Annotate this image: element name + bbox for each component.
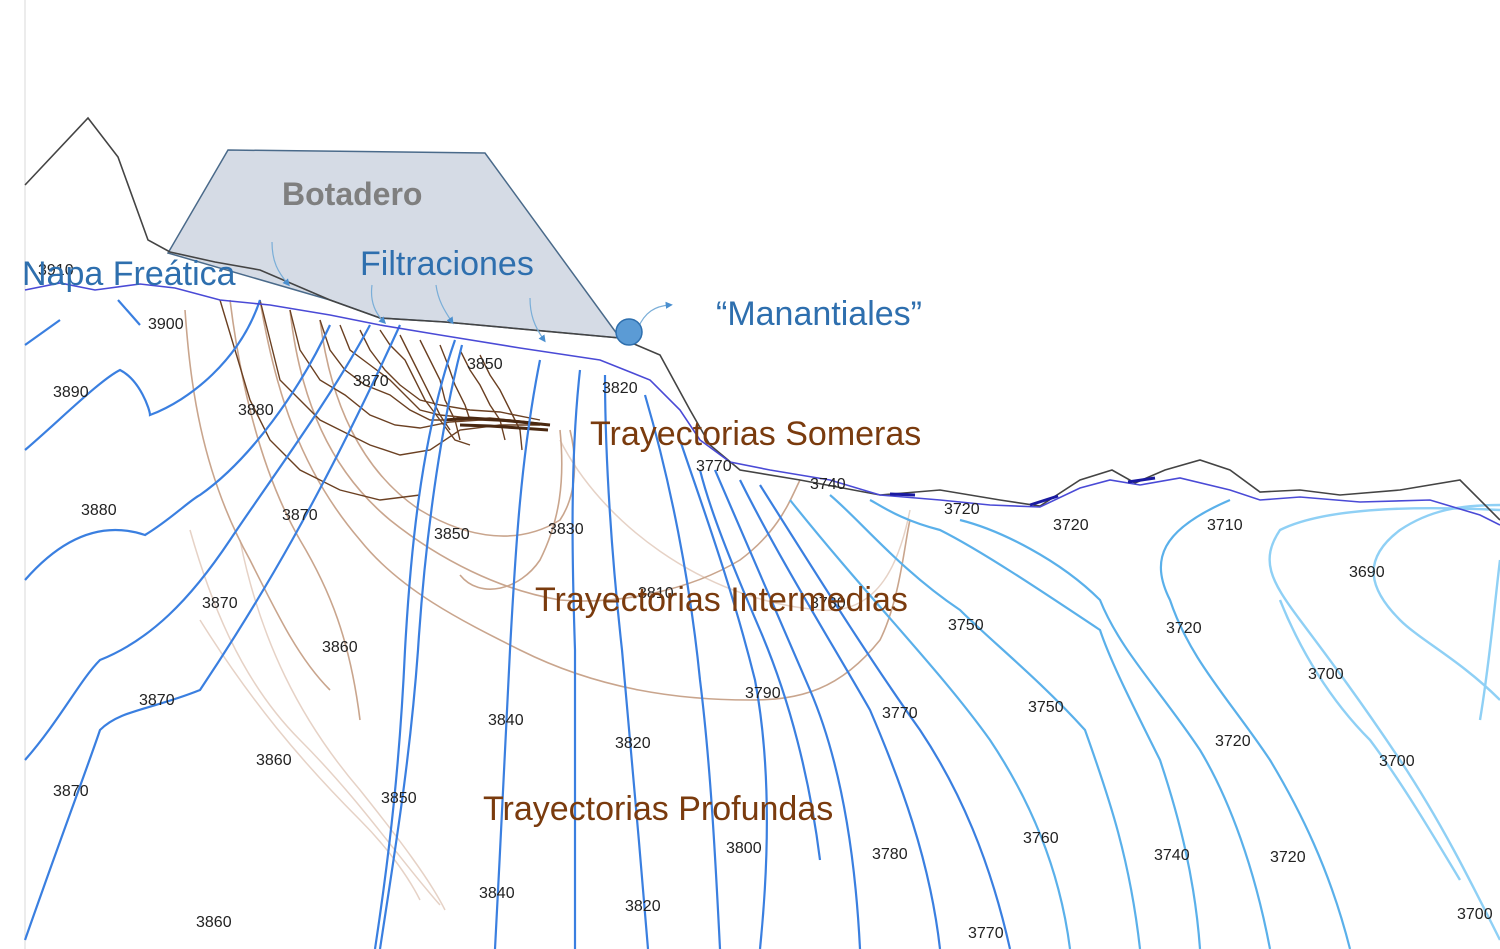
- contour-label: 3720: [1270, 849, 1306, 866]
- piezometric-contours-mid: [789, 494, 1352, 949]
- contour-label: 3800: [726, 840, 762, 857]
- contour-label: 3840: [479, 885, 515, 902]
- contour-label: 3810: [638, 585, 674, 602]
- contour-label: 3860: [322, 639, 358, 656]
- contour-label: 3790: [745, 685, 781, 702]
- contour-label: 3760: [1023, 830, 1059, 847]
- contour-label: 3720: [1166, 620, 1202, 637]
- dump-label: Botadero: [282, 176, 422, 212]
- springs-label: “Manantiales”: [716, 295, 922, 333]
- contour-label: 3870: [202, 595, 238, 612]
- contour-label: 3820: [602, 380, 638, 397]
- contour-label: 3900: [148, 316, 184, 333]
- contour-label: 3870: [139, 692, 175, 709]
- piezometric-contours-dark: [23, 299, 1012, 949]
- contour-label: 3720: [944, 501, 980, 518]
- contour-label: 3730: [810, 595, 846, 612]
- contour-label: 3860: [256, 752, 292, 769]
- contour-label: 3710: [1207, 517, 1243, 534]
- contour-label: 3750: [948, 617, 984, 634]
- contour-label: 3860: [196, 914, 232, 931]
- contour-label: 3890: [53, 384, 89, 401]
- contour-label: 3720: [1215, 733, 1251, 750]
- piezometric-contours-light: [1268, 503, 1500, 941]
- contour-label: 3770: [696, 458, 732, 475]
- contour-label: 3740: [810, 476, 846, 493]
- deep-flow-paths: [189, 439, 911, 911]
- contour-label: 3850: [434, 526, 470, 543]
- contour-label: 3910: [38, 262, 74, 279]
- seepage-arrow: [271, 241, 290, 287]
- water-table-dark-segments: [889, 476, 1156, 507]
- intermediate-paths-label: Trayectorias Intermedias: [535, 581, 908, 619]
- contour-label: 3880: [238, 402, 274, 419]
- terrain-profile: [24, 116, 1500, 521]
- seepage-label: Filtraciones: [360, 245, 534, 283]
- contour-label: 3780: [872, 846, 908, 863]
- contour-label: 3850: [467, 356, 503, 373]
- contour-label: 3770: [968, 925, 1004, 942]
- contour-label: 3870: [282, 507, 318, 524]
- contour-label: 3720: [1053, 517, 1089, 534]
- contour-label: 3750: [1028, 699, 1064, 716]
- contour-label: 3870: [53, 783, 89, 800]
- contour-label: 3850: [381, 790, 417, 807]
- contour-label: 3700: [1457, 906, 1493, 923]
- contour-label: 3820: [615, 735, 651, 752]
- contour-label: 3690: [1349, 564, 1385, 581]
- deep-paths-label: Trayectorias Profundas: [483, 790, 833, 828]
- seepage-arrow: [435, 284, 454, 325]
- shallow-flow-paths: [219, 299, 551, 501]
- contour-label: 3700: [1308, 666, 1344, 683]
- shallow-flow-convergence: [444, 416, 551, 432]
- contour-label: 3880: [81, 502, 117, 519]
- contour-labels: 3910 3900 3890 3880 3870 3850 3820 3880 …: [38, 262, 1493, 942]
- seepage-arrow: [529, 297, 546, 343]
- contour-label: 3870: [353, 373, 389, 390]
- contour-label: 3770: [882, 705, 918, 722]
- spring-outflow-arrow: [637, 301, 673, 329]
- contour-label: 3700: [1379, 753, 1415, 770]
- spring-point: [615, 318, 643, 346]
- contour-label: 3820: [625, 898, 661, 915]
- contour-label: 3840: [488, 712, 524, 729]
- contour-label: 3740: [1154, 847, 1190, 864]
- contour-label: 3830: [548, 521, 584, 538]
- seepage-arrow: [370, 284, 387, 325]
- shallow-paths-label: Trayectorias Someras: [590, 415, 921, 453]
- water-table-label: Napa Freática: [22, 255, 236, 293]
- water-table-line: [24, 282, 1500, 526]
